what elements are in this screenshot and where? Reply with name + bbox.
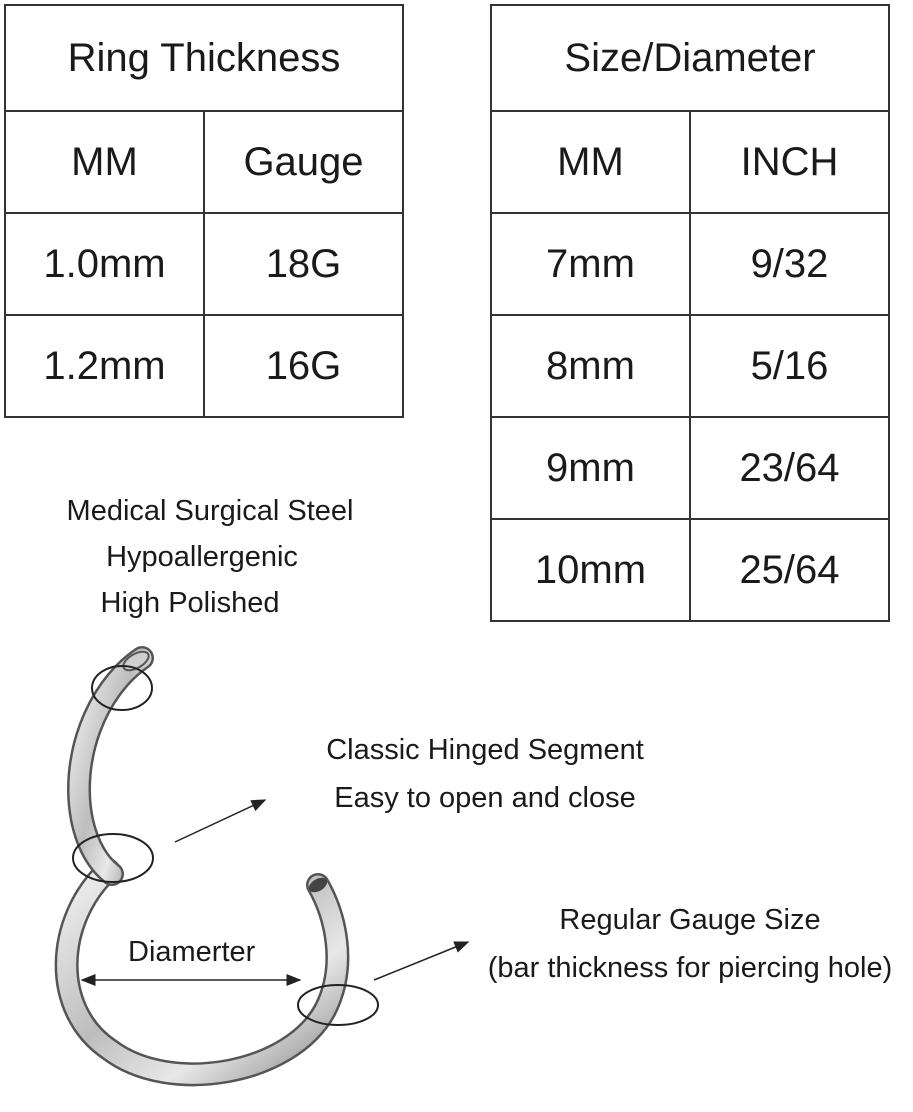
size-inch-cell: 23/64 <box>689 416 890 520</box>
gauge-callout-line-2: (bar thickness for piercing hole) <box>487 952 893 984</box>
ring-thickness-title: Ring Thickness <box>4 4 404 112</box>
size-header-inch: INCH <box>689 110 890 214</box>
size-inch-cell: 25/64 <box>689 518 890 622</box>
gauge-callout-line-1: Regular Gauge Size <box>559 904 821 936</box>
thickness-mm-cell: 1.0mm <box>4 212 205 316</box>
size-diameter-table: Size/Diameter MM INCH 7mm 9/32 8mm 5/16 … <box>490 4 890 622</box>
hinge-pin-end <box>122 650 150 672</box>
size-header-mm: MM <box>490 110 691 214</box>
table-row: 9mm 23/64 <box>490 416 890 520</box>
size-mm-cell: 10mm <box>490 518 691 622</box>
table-row: 7mm 9/32 <box>490 212 890 316</box>
thickness-header-gauge: Gauge <box>203 110 404 214</box>
size-inch-cell: 5/16 <box>689 314 890 418</box>
size-mm-cell: 9mm <box>490 416 691 520</box>
ring-thickness-table: Ring Thickness MM Gauge 1.0mm 18G 1.2mm … <box>4 4 404 418</box>
thickness-mm-cell: 1.2mm <box>4 314 205 418</box>
feature-material: Medical Surgical Steel <box>66 495 354 527</box>
gauge-arrow <box>373 941 470 981</box>
thickness-gauge-cell: 18G <box>203 212 404 316</box>
size-mm-cell: 8mm <box>490 314 691 418</box>
gauge-circle <box>297 984 379 1026</box>
gauge-callout: Regular Gauge Size (bar thickness for pi… <box>470 896 910 992</box>
feature-hypoallergenic: Hypoallergenic <box>106 541 298 573</box>
table-row: 8mm 5/16 <box>490 314 890 418</box>
hinge-top-circle <box>91 665 153 711</box>
thickness-header-mm: MM <box>4 110 205 214</box>
diameter-label: Diamerter <box>128 936 256 968</box>
feature-polished: High Polished <box>100 587 280 619</box>
hinge-arrow <box>174 799 267 843</box>
table-row: 1.0mm 18G <box>4 212 404 316</box>
thickness-gauge-cell: 16G <box>203 314 404 418</box>
feature-list: Medical Surgical Steel Hypoallergenic Hi… <box>20 488 400 626</box>
hinge-callout: Classic Hinged Segment Easy to open and … <box>290 726 680 822</box>
ring-open-end <box>308 877 328 893</box>
table-row: 10mm 25/64 <box>490 518 890 622</box>
size-mm-cell: 7mm <box>490 212 691 316</box>
size-inch-cell: 9/32 <box>689 212 890 316</box>
size-diameter-title: Size/Diameter <box>490 4 890 112</box>
table-row: 1.2mm 16G <box>4 314 404 418</box>
hinge-callout-line-2: Easy to open and close <box>334 782 636 814</box>
hinge-callout-line-1: Classic Hinged Segment <box>326 734 644 766</box>
hinge-joint-circle <box>72 833 154 883</box>
